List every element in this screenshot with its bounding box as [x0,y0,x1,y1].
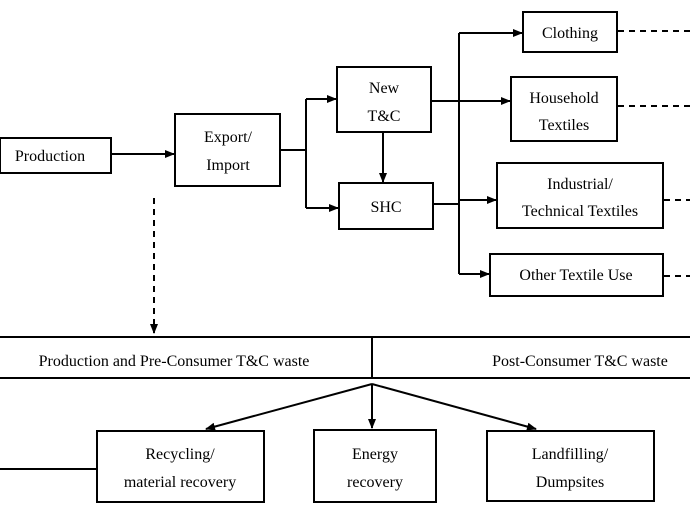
trunk-to-uses [432,33,460,274]
node-new-tc: New T&C [336,66,432,133]
node-production-label: Production [15,148,85,165]
node-production: Production [0,137,112,174]
node-export-import-label-1: Export/ [204,129,253,146]
node-new-tc-label-2: T&C [368,108,401,125]
node-landfill-label-2: Dumpsites [536,474,604,491]
arrow-to-recycling [205,383,373,431]
node-shc-label: SHC [370,199,401,216]
node-other-textile-use: Other Textile Use [489,253,664,297]
node-energy-recovery: Energy recovery [313,429,437,503]
node-household-label-1: Household [529,90,598,107]
node-shc: SHC [338,182,434,230]
node-industrial-label-1: Industrial/ [547,176,613,193]
node-new-tc-label-1: New [369,80,400,97]
node-landfill-label-1: Landfilling/ [532,446,609,463]
node-clothing-label: Clothing [542,25,598,42]
branch-export-to-tc [281,99,307,208]
node-energy-label-1: Energy [352,446,398,463]
node-industrial-textiles: Industrial/ Technical Textiles [496,162,664,229]
node-energy-label-2: recovery [347,474,403,491]
post-consumer-waste-label: Post-Consumer T&C waste [492,353,668,370]
node-household-textiles: Household Textiles [510,76,618,142]
node-export-import-label-2: Import [206,157,250,174]
node-recycling: Recycling/ material recovery [96,430,265,503]
node-export-import: Export/ Import [174,113,281,187]
node-other-use-label: Other Textile Use [519,267,632,284]
node-recycling-label-1: Recycling/ [145,446,215,463]
node-industrial-label-2: Technical Textiles [522,203,638,220]
connectors [0,29,690,470]
node-landfilling: Landfilling/ Dumpsites [486,430,655,502]
pre-consumer-waste-label: Production and Pre-Consumer T&C waste [39,353,310,370]
node-recycling-label-2: material recovery [124,474,236,491]
arrow-to-landfill [371,383,537,431]
node-clothing: Clothing [522,11,618,53]
node-household-label-2: Textiles [539,117,589,134]
